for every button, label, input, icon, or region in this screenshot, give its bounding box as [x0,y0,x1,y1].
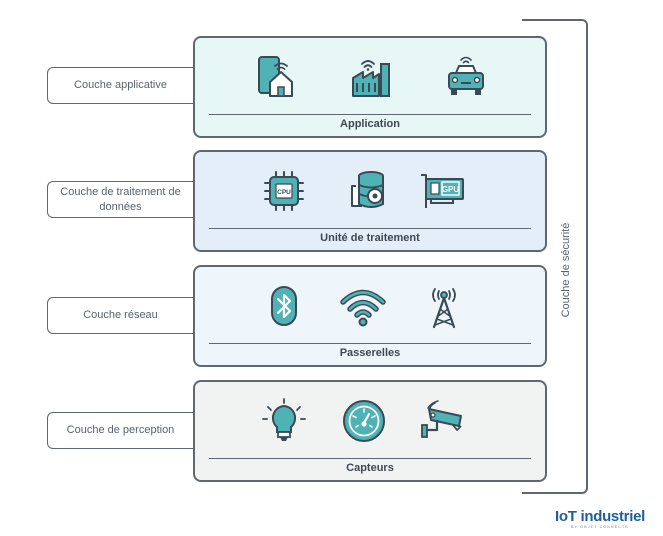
security-camera-icon [417,396,467,446]
antenna-tower-icon [419,281,469,331]
layer-label-processing: Couche de traitement de données [47,181,193,218]
smart-home-phone-icon [250,52,300,102]
layer-title-processing: Unité de traitement [320,232,420,244]
layer-divider [209,343,531,344]
iot-industriel-logo: IoT industriel BY OBJET CONNECTE [552,509,648,533]
layer-label-perception: Couche de perception [47,412,193,449]
bluetooth-icon [259,281,309,331]
connected-car-icon [441,52,491,102]
security-layer-label: Couche de sécurité [560,222,572,318]
layer-application: Application [193,36,547,138]
layer-divider [209,228,531,229]
layer-divider [209,114,531,115]
layer-divider [209,458,531,459]
layer-title-network: Passerelles [339,347,401,359]
layer-label-application: Couche applicative [47,67,193,104]
wifi-icon [338,281,388,331]
gauge-icon [339,396,389,446]
logo-wordmark: IoT industriel [555,508,645,525]
layer-label-network: Couche réseau [47,297,193,334]
security-layer-bracket [522,19,588,494]
gpu-card-text: GPU [442,185,460,194]
database-server-icon [341,166,391,216]
layer-title-perception: Capteurs [346,462,394,474]
cpu-chip-text: CPU [277,189,291,196]
gpu-card-icon: GPU [417,166,467,216]
layer-title-application: Application [340,118,400,130]
light-bulb-icon [259,396,309,446]
cpu-chip-icon: CPU [259,166,309,216]
logo-tagline: BY OBJET CONNECTE [571,525,629,529]
connected-factory-icon [346,52,396,102]
layer-processing: CPU GPU Unité de traitement [193,150,547,252]
layer-network: Passerelles [193,265,547,367]
layer-perception: Capteurs [193,380,547,482]
